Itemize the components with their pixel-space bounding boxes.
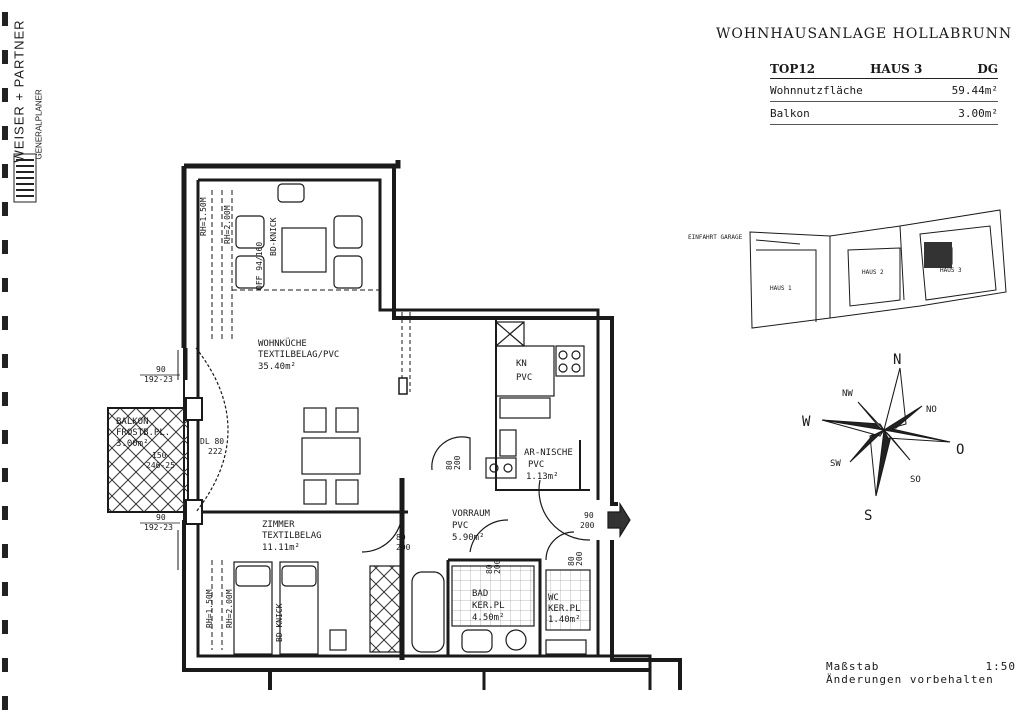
binding-edge	[2, 12, 8, 710]
compass-no: NO	[926, 405, 937, 415]
dim-entry-2: 200	[580, 521, 595, 530]
site-plan	[749, 209, 1007, 329]
compass-sw: SW	[830, 459, 841, 469]
room-vorraum-name: VORRAUM	[452, 509, 491, 519]
room-arnische-name: AR-NISCHE	[524, 448, 573, 458]
dim-door-dl2: 222	[208, 447, 223, 456]
compass-w: W	[802, 414, 811, 430]
dim-door-b1: 80	[485, 564, 494, 574]
unit-haus: HAUS 3	[870, 62, 923, 76]
room-wohnkueche-name: WOHNKÜCHE	[258, 338, 307, 349]
site-haus3: HAUS 3	[940, 267, 962, 274]
room-wohnkueche-area: 35.40m²	[258, 362, 296, 372]
info-value: 3.00m²	[958, 106, 998, 120]
room-wc-area: 1.40m²	[548, 615, 581, 625]
room-wc-name: WC	[548, 593, 559, 603]
dim-window-2: 90	[156, 513, 166, 522]
label-off: OFF 94/160	[255, 242, 264, 290]
firm-logo-icon	[13, 153, 37, 203]
dim-entry-1: 90	[584, 511, 594, 520]
plan-footer: Maßstab 1:50 Änderungen vorbehalten	[826, 660, 1016, 686]
unit-info-table: TOP12 HAUS 3 DG Wohnnutzfläche 59.44m² B…	[770, 60, 998, 125]
label-rh2: RH=2.00M	[223, 205, 232, 244]
room-balkon-floor: FROSTB.PL.	[116, 428, 170, 438]
room-arnische-floor: PVC	[528, 460, 544, 470]
dim-door-w2: 200	[575, 551, 584, 566]
compass-o: O	[956, 442, 964, 458]
dim-window-1: 90	[156, 365, 166, 374]
site-entry-label: EINFAHRT GARAGE	[688, 234, 743, 241]
room-zimmer-floor: TEXTILBELAG	[262, 531, 322, 541]
unit-floor: DG	[977, 62, 998, 76]
room-wc-floor: KER.PL	[548, 604, 581, 614]
label-knick: BD-KNICK	[269, 217, 278, 256]
room-bad-floor: KER.PL	[472, 601, 505, 611]
info-value: 59.44m²	[951, 83, 998, 97]
room-arnische-area: 1.13m²	[526, 472, 559, 482]
dim-door-v1: 80	[445, 460, 454, 470]
compass-nw: NW	[842, 389, 853, 399]
firm-logo-area: WEISER + PARTNER GENERALPLANER	[8, 19, 44, 210]
compass-rose	[821, 367, 951, 497]
dim-door-v2: 200	[453, 455, 462, 470]
site-haus1: HAUS 1	[770, 285, 792, 292]
room-kn-floor: PVC	[516, 373, 532, 383]
room-wohnkueche-floor: TEXTILBELAG/PVC	[258, 350, 339, 360]
dim-door-dl3: 150	[152, 451, 167, 460]
site-haus2: HAUS 2	[862, 269, 884, 276]
room-zimmer-name: ZIMMER	[262, 520, 295, 530]
dim-door-z2: 200	[396, 543, 411, 552]
dim-door-w1: 80	[567, 556, 576, 566]
room-vorraum-area: 5.90m²	[452, 533, 485, 543]
scale-label: Maßstab	[826, 660, 880, 673]
label-knick2: BD-KNICK	[275, 603, 284, 642]
compass-so: SO	[910, 475, 921, 485]
dim-door-b2: 200	[493, 559, 502, 574]
room-balkon-name: BALKON	[116, 417, 149, 427]
dim-door-dl4: 246-25	[146, 461, 175, 470]
disclaimer: Änderungen vorbehalten	[826, 673, 994, 686]
dim-door-z1: 80	[396, 533, 406, 542]
compass-s: S	[864, 508, 872, 524]
info-row: Wohnnutzfläche 59.44m²	[770, 79, 998, 102]
unit-header-row: TOP12 HAUS 3 DG	[770, 60, 998, 79]
compass-n: N	[893, 352, 901, 368]
info-row: Balkon 3.00m²	[770, 102, 998, 125]
room-balkon-area: 3.00m²	[116, 439, 149, 449]
label-rh1: RH=1.50M	[199, 197, 208, 236]
info-label: Wohnnutzfläche	[770, 83, 863, 97]
label-rh4: RH=2.00M	[225, 589, 234, 628]
room-zimmer-area: 11.11m²	[262, 543, 300, 553]
project-title: WOHNHAUSANLAGE HOLLABRUNN	[716, 26, 1013, 42]
room-kn-name: KN	[516, 359, 527, 369]
room-bad-name: BAD	[472, 589, 488, 599]
dim-door-dl: DL 80	[200, 437, 224, 446]
dim-window-1b: 192-23	[144, 375, 173, 384]
info-label: Balkon	[770, 106, 810, 120]
unit-top: TOP12	[770, 62, 816, 76]
room-vorraum-floor: PVC	[452, 521, 468, 531]
dim-window-2b: 192-23	[144, 523, 173, 532]
scale-value: 1:50	[985, 660, 1016, 673]
room-bad-area: 4.50m²	[472, 613, 505, 623]
label-rh3: RH=1.50M	[205, 589, 214, 628]
